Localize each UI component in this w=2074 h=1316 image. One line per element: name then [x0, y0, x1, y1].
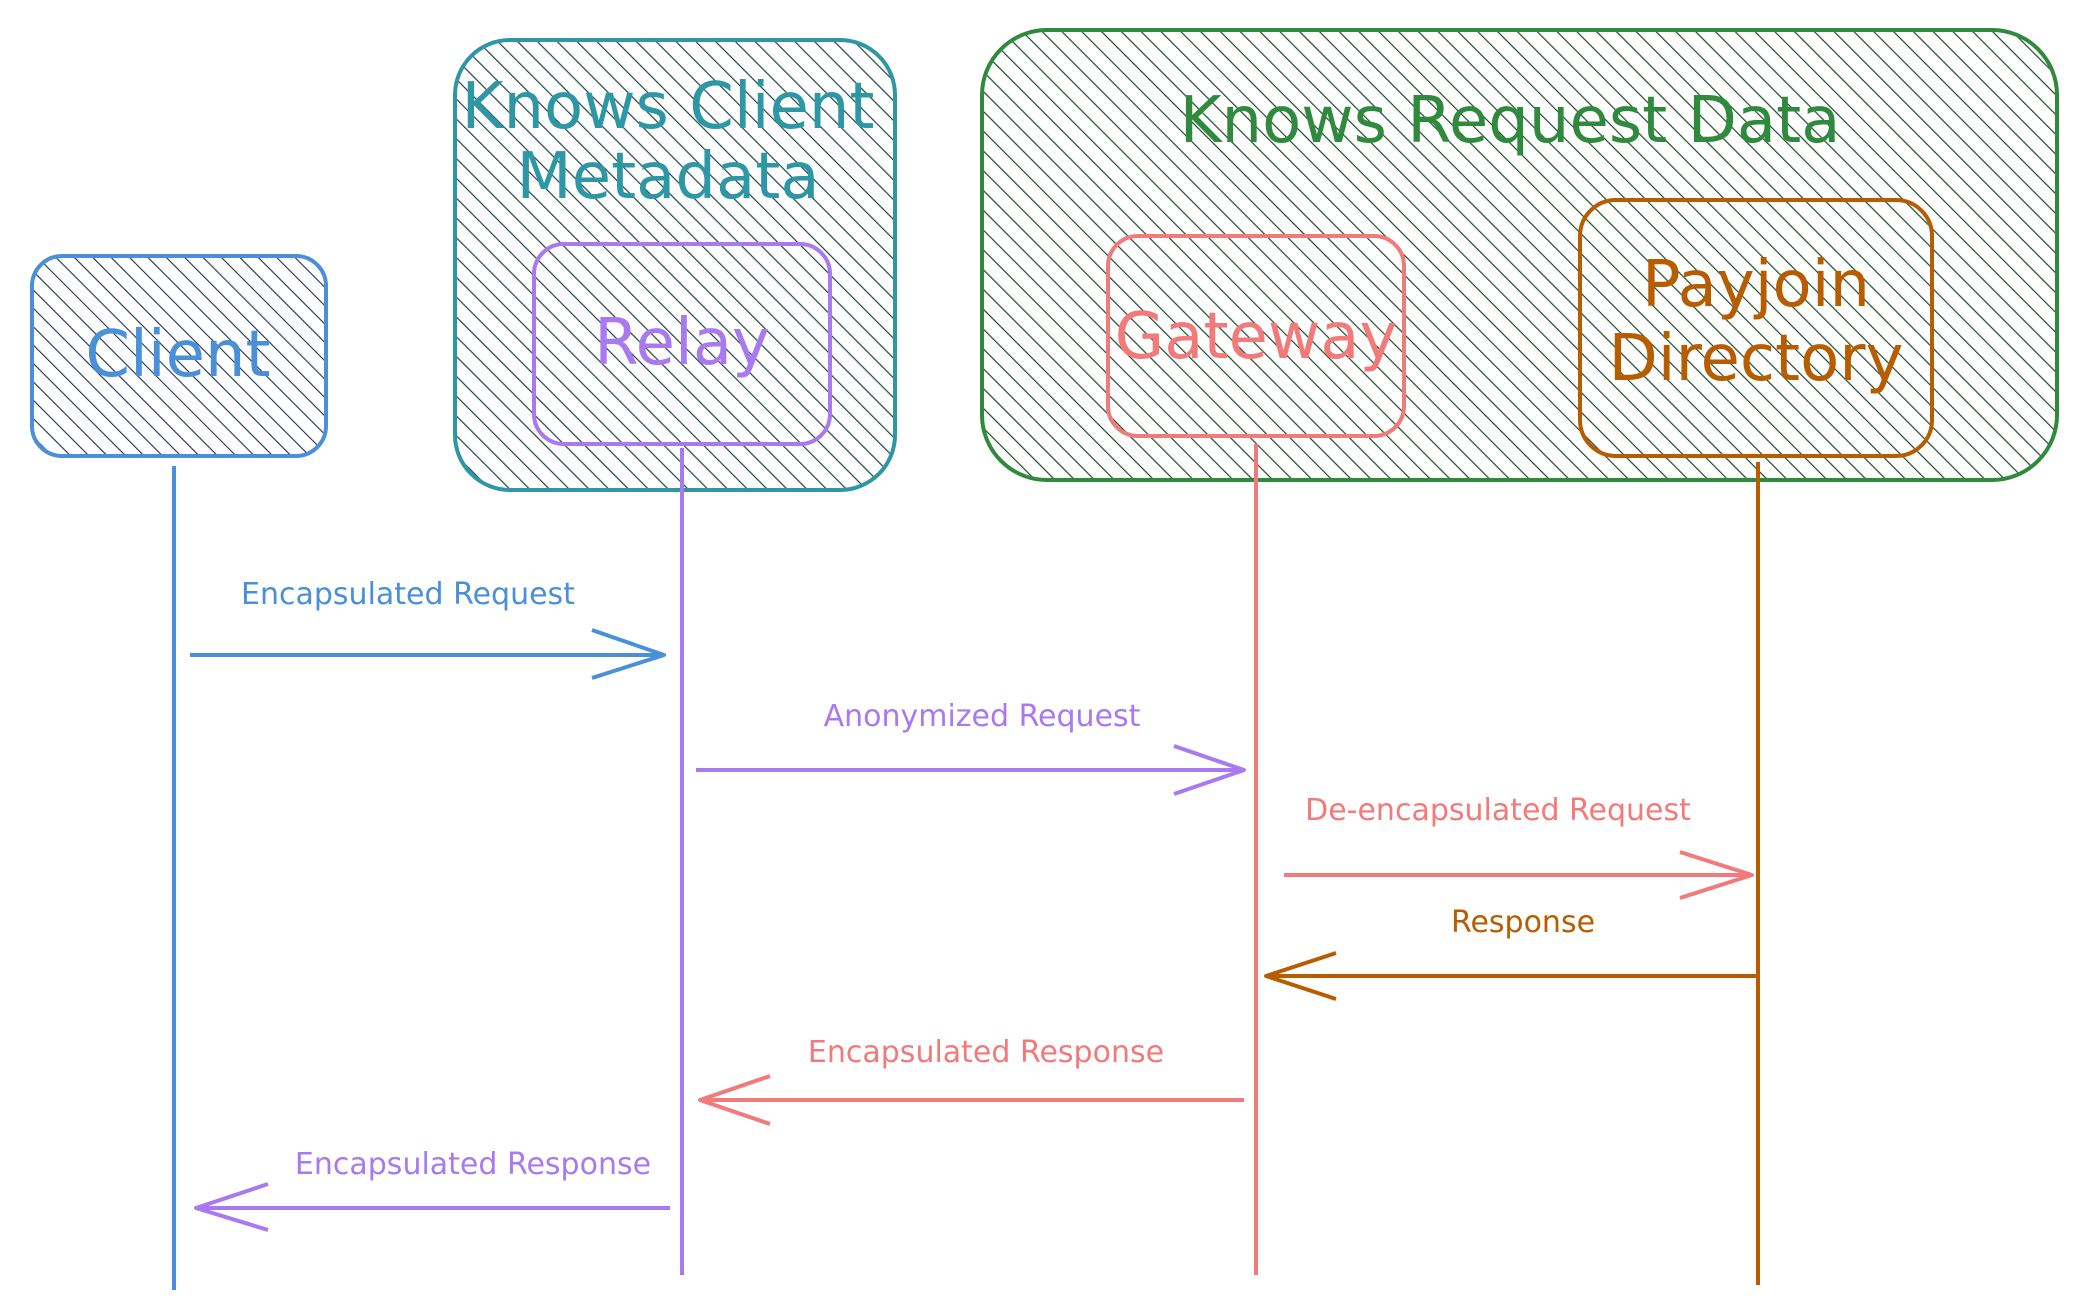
message-label: Response	[1451, 905, 1595, 940]
message-arrowhead	[1679, 850, 1754, 900]
message-arrowhead	[698, 1074, 771, 1126]
group-client-metadata-title-line2: Metadata	[516, 140, 819, 214]
message-anonymized-request: Anonymized Request	[696, 699, 1246, 796]
participant-relay-label: Relay	[594, 306, 770, 380]
participant-client-label: Client	[85, 318, 270, 392]
participant-client-box	[30, 254, 328, 458]
group-request-data-title: Knows Request Data	[1180, 84, 1841, 158]
group-client-metadata-box	[453, 38, 897, 492]
participant-directory-label-line1: Payjoin	[1642, 248, 1870, 322]
participant-directory-label-line2: Directory	[1609, 322, 1904, 396]
message-de-encapsulated-request: De-encapsulated Request	[1284, 793, 1754, 900]
participant-relay-box	[532, 242, 832, 446]
message-label: Anonymized Request	[824, 699, 1141, 734]
participant-client: Client	[30, 254, 328, 458]
message-arrowhead	[1173, 744, 1246, 796]
participant-gateway-label: Gateway	[1115, 300, 1398, 374]
message-label: Encapsulated Response	[295, 1147, 651, 1182]
participant-relay: Relay	[532, 242, 832, 446]
group-request-data: Knows Request Data	[980, 28, 2059, 482]
message-label: Encapsulated Request	[241, 577, 575, 612]
message-encapsulated-response-gateway: Encapsulated Response	[698, 1035, 1244, 1126]
participant-directory: Payjoin Directory	[1578, 198, 1934, 458]
group-request-data-box	[980, 28, 2059, 482]
group-client-metadata: Knows Client Metadata	[453, 38, 897, 492]
message-label: De-encapsulated Request	[1305, 793, 1691, 828]
message-encapsulated-response-relay: Encapsulated Response	[194, 1147, 670, 1232]
message-label: Encapsulated Response	[808, 1035, 1164, 1070]
message-arrowhead	[1264, 951, 1337, 1001]
participant-gateway-box	[1106, 234, 1406, 438]
message-arrowhead	[591, 628, 666, 680]
message-arrowhead	[194, 1182, 269, 1232]
participant-gateway: Gateway	[1106, 234, 1406, 438]
group-client-metadata-title-line1: Knows Client	[462, 70, 875, 144]
message-response: Response	[1264, 905, 1758, 1001]
message-encapsulated-request: Encapsulated Request	[190, 577, 666, 680]
participant-directory-box	[1578, 198, 1934, 458]
